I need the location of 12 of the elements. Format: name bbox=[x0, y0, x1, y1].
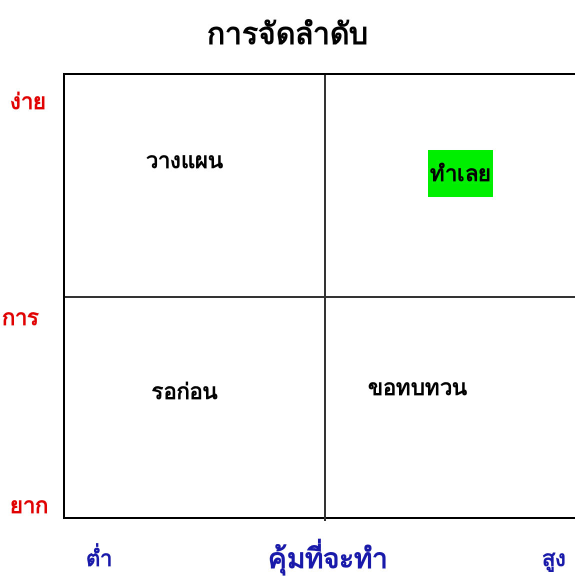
axis-label: การ bbox=[2, 305, 39, 333]
axis-label: สูง bbox=[542, 546, 566, 574]
axis-label: ต่ำ bbox=[86, 541, 112, 576]
highlight-box: ทำเลย bbox=[428, 150, 493, 197]
quadrant-label: รอก่อน bbox=[152, 379, 218, 407]
quadrant-label: วางแผน bbox=[146, 148, 223, 176]
axis-label: คุ้มที่จะทำ bbox=[268, 536, 388, 580]
quadrant bbox=[65, 75, 326, 298]
axis-label: ง่าย bbox=[10, 89, 46, 117]
quadrant-label: ขอทบทวน bbox=[368, 375, 467, 403]
axis-label: ยาก bbox=[10, 493, 48, 521]
title: การจัดลำดับ bbox=[206, 16, 369, 54]
